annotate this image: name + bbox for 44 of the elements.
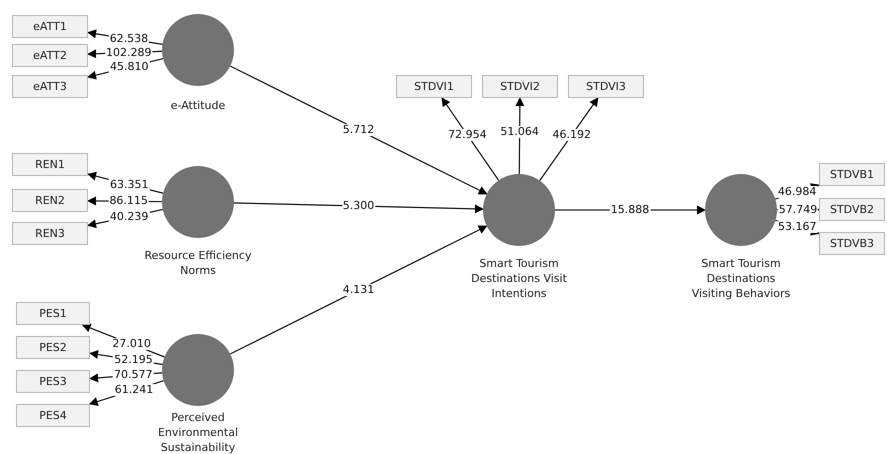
- indicator-box: PES2: [16, 336, 90, 359]
- edge-label: 86.115: [108, 195, 149, 208]
- indicator-box: STDVI3: [568, 75, 644, 98]
- indicator-box: REN1: [12, 153, 88, 176]
- indicator-box: PES4: [16, 404, 90, 427]
- edge-label: 40.239: [108, 210, 150, 223]
- edge-label: 51.064: [499, 126, 540, 138]
- edge-label: 63.351: [109, 178, 150, 191]
- indicator-box: eATT3: [12, 75, 88, 98]
- construct-label: Smart Tourism Destinations Visiting Behaviors: [690, 256, 792, 301]
- edge-label: 72.954: [447, 129, 488, 142]
- edge-label: 4.131: [342, 284, 376, 296]
- indicator-box: PES1: [16, 302, 90, 325]
- edge-label: 70.577: [113, 369, 154, 382]
- edge-label: 57.749: [778, 204, 818, 216]
- arrow: [230, 226, 488, 354]
- arrow: [230, 66, 488, 194]
- indicator-box: eATT2: [12, 44, 88, 67]
- arrow: [441, 97, 500, 181]
- edge-label: 102.289: [104, 46, 152, 59]
- edge-label: 27.010: [111, 338, 152, 350]
- edge-label: 45.810: [109, 60, 150, 73]
- edge-label: 53.167: [776, 220, 818, 233]
- indicator-box: STDVI1: [396, 75, 472, 98]
- construct-label: Smart Tourism Destinations Visit Intentions: [470, 256, 568, 301]
- construct-label: Perceived Environmental Sustainability: [156, 410, 240, 454]
- edge-label: 46.984: [776, 186, 818, 198]
- indicator-box: PES3: [16, 370, 90, 393]
- edge-label: 52.195: [113, 354, 154, 366]
- edge-label: 15.888: [610, 204, 650, 216]
- indicator-box: REN2: [12, 189, 88, 212]
- indicator-box: REN3: [12, 222, 88, 245]
- construct-label: Resource Efficiency Norms: [144, 248, 252, 278]
- edge-label: 5.712: [342, 124, 376, 136]
- indicator-box: STDVB1: [819, 163, 885, 186]
- edge-label: 46.192: [551, 129, 592, 142]
- indicator-box: STDVI2: [482, 75, 558, 98]
- edge-label: 61.241: [114, 384, 154, 396]
- edge-label: 5.300: [342, 200, 376, 212]
- indicator-box: eATT1: [12, 15, 88, 38]
- edge-label: 62.538: [108, 33, 150, 46]
- indicator-box: STDVB3: [819, 232, 885, 255]
- construct-label: e-Attitude: [170, 98, 226, 113]
- indicator-box: STDVB2: [819, 198, 885, 221]
